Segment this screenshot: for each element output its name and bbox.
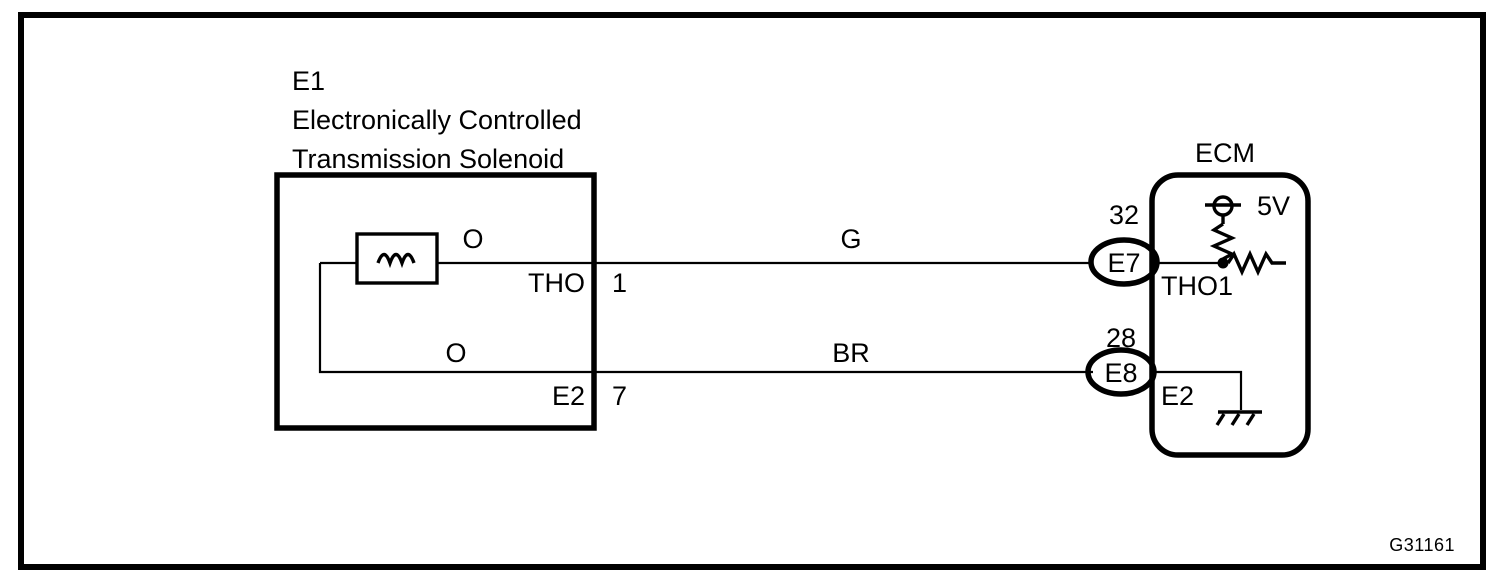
ecm-internal-e2-line (1153, 370, 1243, 410)
ecm-label: ECM (1195, 138, 1255, 168)
ground-hatch-2-icon (1230, 413, 1241, 426)
ecm-connector-e7-label: E7 (1107, 248, 1140, 278)
solenoid-connector-id: E1 (292, 66, 325, 96)
solenoid-pin-1: 1 (612, 268, 627, 298)
coil-winding-loops-icon (376, 252, 416, 269)
solenoid-body (274, 172, 597, 431)
harness-wire-color-g: G (840, 224, 861, 254)
ground-hatch-3-icon (1245, 413, 1256, 426)
ecm-body (1149, 172, 1311, 458)
solenoid-wire-color-e2: O (445, 338, 466, 368)
pullup-resistor-icon (1209, 222, 1237, 261)
ground-hatch-1-icon (1215, 413, 1226, 426)
ecm-terminal-tho1: THO1 (1161, 271, 1233, 301)
solenoid-wire-color-tho: O (462, 224, 483, 254)
ecm-terminal-e2: E2 (1161, 381, 1194, 411)
solenoid-name-line2: Transmission Solenoid (292, 144, 564, 174)
ecm-pin-number-32: 32 (1109, 200, 1139, 230)
figure-code: G31161 (1389, 535, 1455, 555)
solenoid-pin-7: 7 (612, 381, 627, 411)
solenoid-name-line1: Electronically Controlled (292, 105, 582, 135)
solenoid-terminal-e2: E2 (552, 381, 585, 411)
solenoid-terminal-tho: THO (528, 268, 585, 298)
coil-winding-icon (355, 232, 439, 285)
solenoid-ground-lead (318, 263, 594, 374)
series-resistor-icon (1226, 249, 1286, 277)
ecm-supply-voltage-label: 5V (1257, 191, 1290, 221)
junction-dot-icon (1217, 257, 1229, 269)
harness-wire-color-br: BR (832, 338, 870, 368)
diagram-border (18, 12, 1486, 570)
ecm-connector-e8-label: E8 (1104, 358, 1137, 388)
